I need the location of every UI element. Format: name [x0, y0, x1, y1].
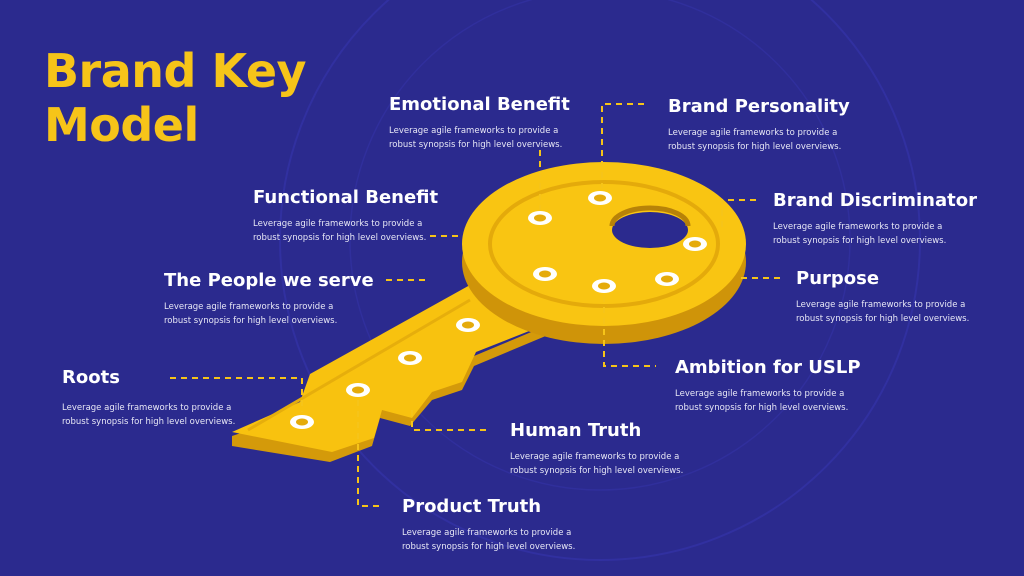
label-description: Leverage agile frameworks to provide a r… [796, 298, 1006, 326]
label-title: Emotional Benefit [389, 94, 570, 115]
label-description: Leverage agile frameworks to provide a r… [668, 126, 878, 154]
description-line: robust synopsis for high level overviews… [796, 314, 970, 324]
label-description: Leverage agile frameworks to provide a r… [402, 526, 612, 554]
description-line: Leverage agile frameworks to provide a [62, 403, 232, 413]
description-line: robust synopsis for high level overviews… [253, 233, 427, 243]
title-line-1: Brand Key [44, 44, 307, 98]
description-line: Leverage agile frameworks to provide a [253, 219, 423, 229]
rivet [592, 279, 616, 293]
label-description: Leverage agile frameworks to provide a r… [675, 387, 885, 415]
connector-discriminator [721, 199, 756, 232]
key-hole [612, 212, 688, 248]
rivet [533, 267, 557, 281]
description-line: robust synopsis for high level overviews… [164, 316, 338, 326]
rivet [346, 383, 370, 397]
label-title: Purpose [796, 268, 880, 289]
description-line: Leverage agile frameworks to provide a [675, 389, 845, 399]
description-line: robust synopsis for high level overviews… [675, 403, 849, 413]
description-line: Leverage agile frameworks to provide a [510, 452, 680, 462]
label-purpose: Purpose Leverage agile frameworks to pro… [796, 268, 1006, 326]
label-title: Brand Personality [668, 96, 850, 117]
background-ring [349, 0, 851, 491]
description-line: Leverage agile frameworks to provide a [796, 300, 966, 310]
description-line: robust synopsis for high level overviews… [510, 466, 684, 476]
label-ambition-uslp: Ambition for USLP Leverage agile framewo… [675, 357, 885, 415]
label-title: Functional Benefit [253, 187, 439, 208]
rivet [456, 318, 480, 332]
connector-roots [170, 377, 303, 412]
label-description: Leverage agile frameworks to provide a r… [62, 401, 272, 429]
label-title: Roots [62, 367, 120, 388]
page-title: Brand Key Model [44, 44, 307, 152]
rivet [655, 272, 679, 286]
label-description: Leverage agile frameworks to provide a r… [773, 220, 983, 248]
label-functional-benefit: Functional Benefit Leverage agile framew… [253, 187, 463, 245]
label-description: Leverage agile frameworks to provide a r… [510, 450, 720, 478]
connector-ambition [603, 296, 656, 367]
connector-product [357, 400, 384, 507]
description-line: robust synopsis for high level overviews… [402, 542, 576, 552]
rivet [588, 191, 612, 205]
label-description: Leverage agile frameworks to provide a r… [253, 217, 463, 245]
description-line: Leverage agile frameworks to provide a [164, 302, 334, 312]
label-emotional-benefit: Emotional Benefit Leverage agile framewo… [389, 94, 599, 152]
label-title: Human Truth [510, 420, 642, 441]
connectors [170, 103, 780, 507]
rivet [528, 211, 552, 225]
label-product-truth: Product Truth Leverage agile frameworks … [402, 496, 612, 554]
label-title: Brand Discriminator [773, 190, 977, 211]
label-brand-personality: Brand Personality Leverage agile framewo… [668, 96, 878, 154]
title-line-2: Model [44, 98, 199, 152]
key-shaft-top [232, 270, 562, 452]
key-bow-top [462, 162, 746, 326]
key-groove [247, 298, 471, 432]
rivets [290, 191, 707, 429]
key-hole-edge [609, 205, 691, 227]
description-line: robust synopsis for high level overviews… [773, 236, 947, 246]
description-line: Leverage agile frameworks to provide a [402, 528, 572, 538]
background-ring [279, 0, 921, 561]
description-line: Leverage agile frameworks to provide a [668, 128, 838, 138]
label-title: Product Truth [402, 496, 542, 517]
label-description: Leverage agile frameworks to provide a r… [164, 300, 374, 328]
rivet [290, 415, 314, 429]
connector-human [411, 410, 490, 431]
rivet [398, 351, 422, 365]
description-line: robust synopsis for high level overviews… [668, 142, 842, 152]
description-line: robust synopsis for high level overviews… [389, 140, 563, 150]
connector-personality [601, 103, 644, 188]
label-title: Ambition for USLP [675, 357, 861, 378]
label-brand-discriminator: Brand Discriminator Leverage agile frame… [773, 190, 983, 248]
description-line: Leverage agile frameworks to provide a [773, 222, 943, 232]
label-people-we-serve: The People we serve Leverage agile frame… [164, 270, 374, 328]
label-title: The People we serve [164, 270, 374, 291]
label-roots: Roots Leverage agile frameworks to provi… [62, 367, 272, 429]
label-description: Leverage agile frameworks to provide a r… [389, 124, 599, 152]
label-human-truth: Human Truth Leverage agile frameworks to… [510, 420, 720, 478]
key-bow-ring [488, 180, 720, 308]
description-line: Leverage agile frameworks to provide a [389, 126, 559, 136]
rivet [683, 237, 707, 251]
description-line: robust synopsis for high level overviews… [62, 417, 236, 427]
